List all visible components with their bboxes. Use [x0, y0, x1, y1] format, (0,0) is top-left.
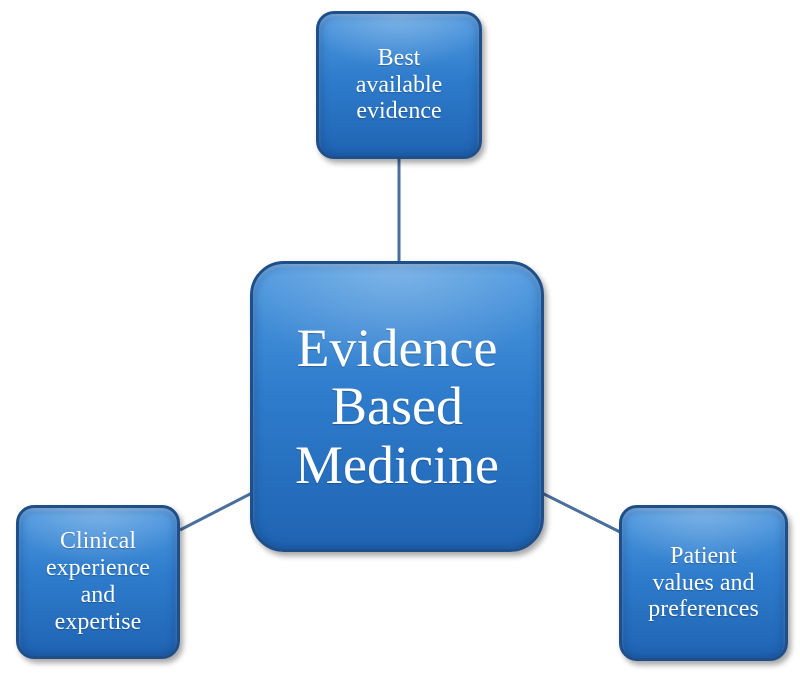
- label-line: available: [355, 71, 443, 98]
- node-clinical-experience: Clinical experience and expertise: [16, 505, 180, 659]
- label-line: preferences: [648, 596, 759, 623]
- label-line: Medicine: [295, 434, 499, 495]
- label-line: and: [80, 582, 116, 608]
- label-line: Clinical: [60, 528, 136, 555]
- label-line: Best: [377, 44, 421, 71]
- connector-right: [541, 491, 621, 534]
- node-patient-values: Patient values and preferences: [619, 505, 788, 661]
- node-evidence-based-medicine-label: Evidence Based Medicine: [295, 319, 499, 494]
- label-line: expertise: [54, 608, 142, 635]
- node-best-available-evidence-label: Best available evidence: [356, 45, 443, 126]
- label-line: experience: [46, 555, 150, 582]
- label-line: values and: [652, 569, 755, 596]
- node-evidence-based-medicine: Evidence Based Medicine: [250, 261, 544, 552]
- label-line: Patient: [670, 542, 737, 569]
- connector-left: [179, 491, 253, 532]
- label-line: Based: [331, 376, 463, 437]
- node-clinical-experience-label: Clinical experience and expertise: [46, 528, 150, 636]
- node-patient-values-label: Patient values and preferences: [648, 543, 759, 624]
- label-line: evidence: [356, 98, 442, 125]
- node-best-available-evidence: Best available evidence: [316, 11, 482, 159]
- label-line: Evidence: [296, 318, 498, 379]
